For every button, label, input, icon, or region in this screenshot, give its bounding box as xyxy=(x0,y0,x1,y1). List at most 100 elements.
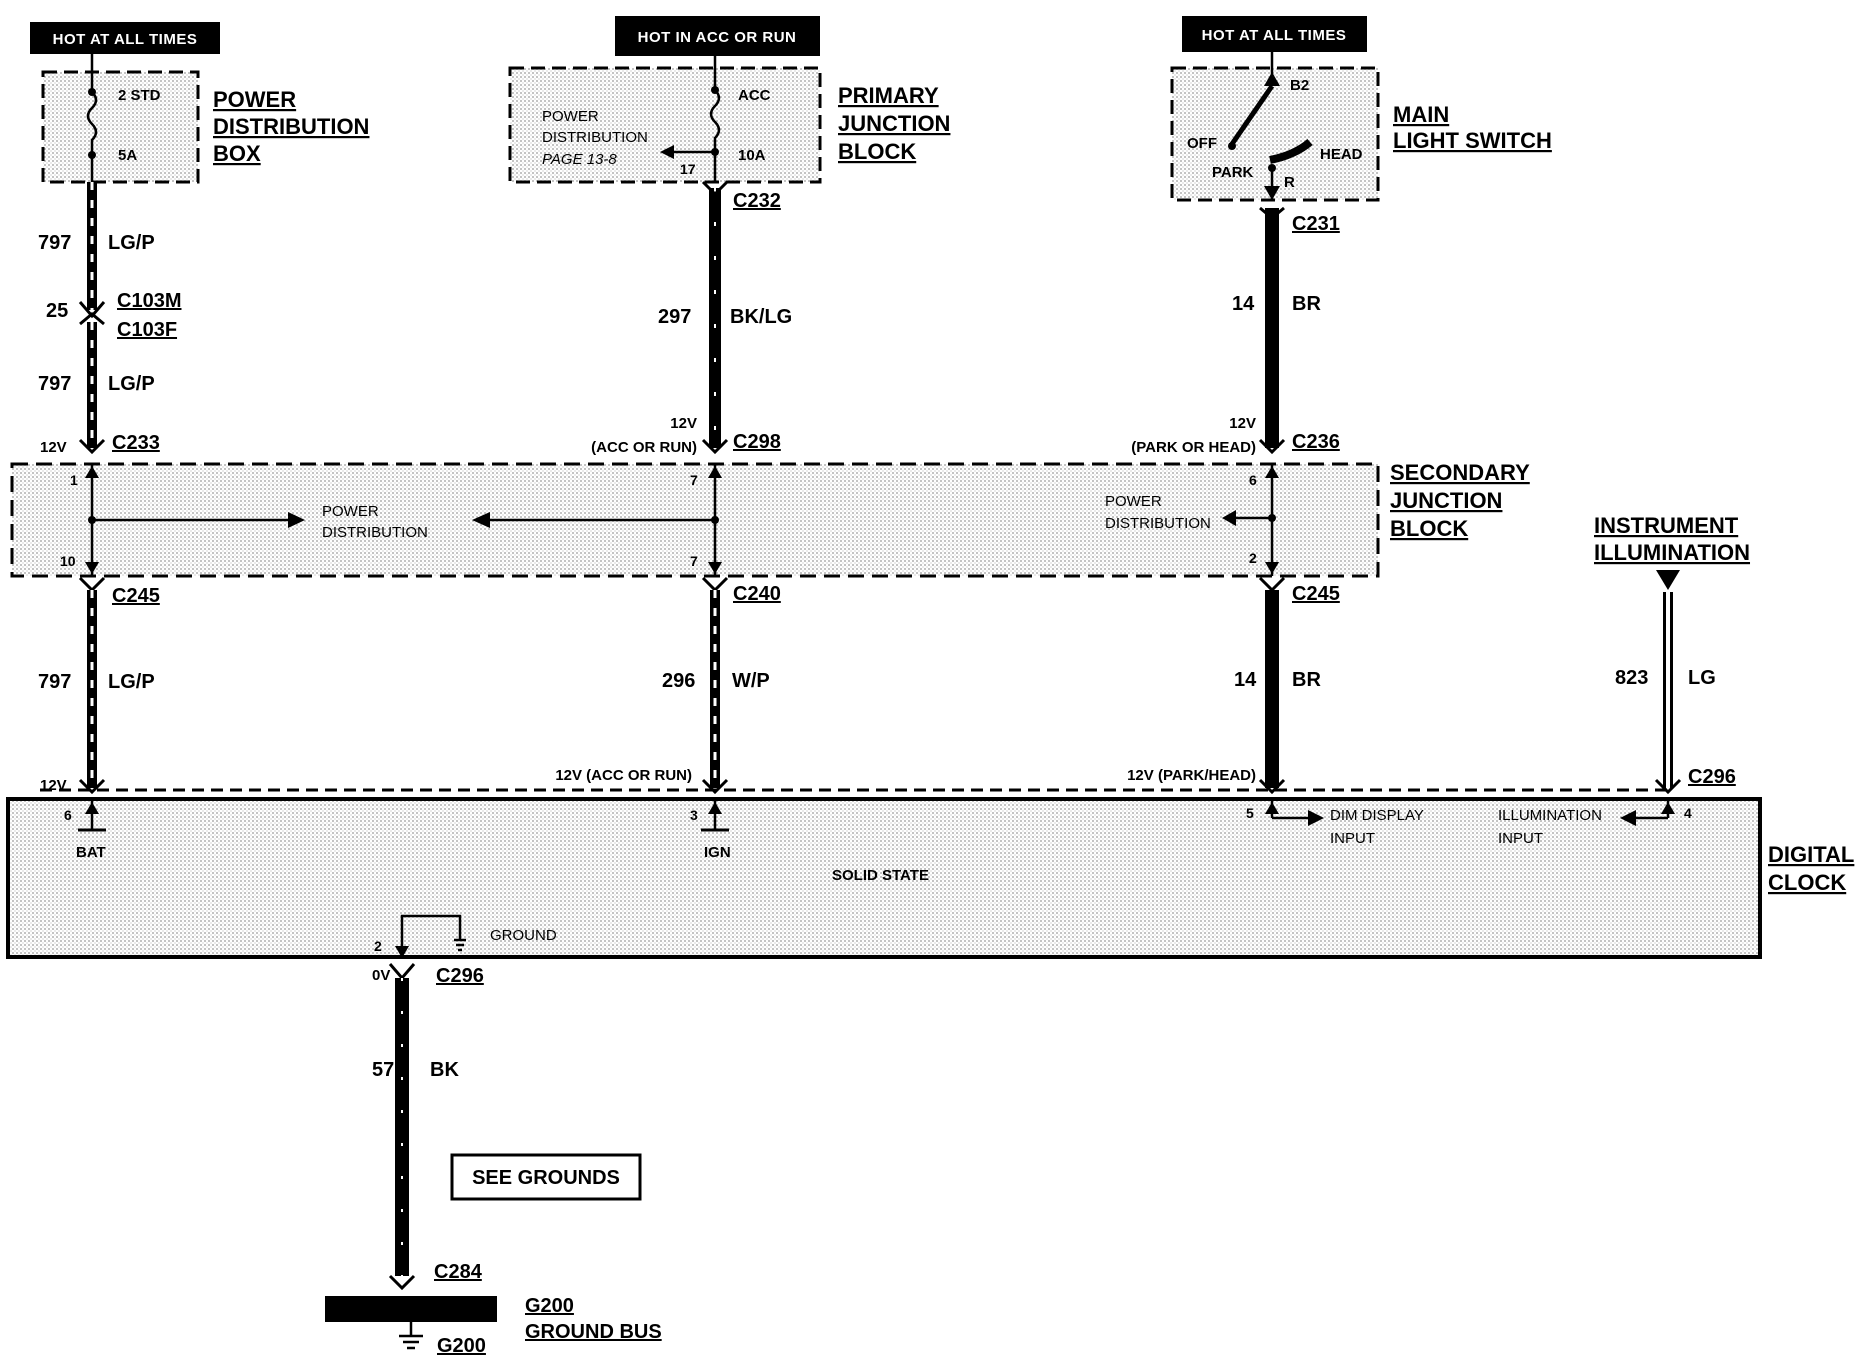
voltage-c233: 12V xyxy=(40,439,67,456)
circuit-color: LG/P xyxy=(108,232,155,254)
primary-junction-block: ACC 10A POWER DISTRIBUTION PAGE 13-8 17 xyxy=(508,56,822,184)
voltage-clock-mid: 12V (ACC OR RUN) xyxy=(555,767,692,784)
clock-bat: BAT xyxy=(76,844,106,861)
pjb-title-3: BLOCK xyxy=(838,139,916,164)
circuit-color: W/P xyxy=(732,670,770,692)
clock-illum-2: INPUT xyxy=(1498,830,1543,847)
voltage-c236-2: (PARK OR HEAD) xyxy=(1131,439,1256,456)
voltage-ground: 0V xyxy=(372,967,390,984)
circuit-color: BK xyxy=(430,1059,459,1081)
header-right: HOT AT ALL TIMES xyxy=(1182,16,1367,52)
connector-c232: C232 xyxy=(733,190,781,212)
sjb-pd-2: DISTRIBUTION xyxy=(322,524,428,541)
circuit-color: BK/LG xyxy=(730,306,792,328)
clock-ign: IGN xyxy=(704,844,731,861)
circuit-num: 14 xyxy=(1232,293,1255,315)
sjb-pd-right-2: DISTRIBUTION xyxy=(1105,515,1211,532)
voltage-clock-left: 12V xyxy=(40,777,67,794)
g200-label: G200 xyxy=(437,1335,486,1357)
connector-chevron-ground xyxy=(388,963,416,981)
clock-ground: GROUND xyxy=(490,927,557,944)
connector-c233: C233 xyxy=(112,432,160,454)
arrow-left-icon xyxy=(472,512,490,528)
pjb-pin: 17 xyxy=(680,161,696,177)
pjb-fuse-top: ACC xyxy=(738,87,771,104)
fuse-icon xyxy=(709,56,721,182)
circuit-color: LG xyxy=(1688,667,1716,689)
sjb-pin-right-top: 6 xyxy=(1249,472,1257,488)
see-grounds-label: SEE GROUNDS xyxy=(472,1167,620,1189)
ground-bus xyxy=(325,1296,497,1350)
clock-pin-illum: 4 xyxy=(1684,805,1692,821)
pdb-title-3: BOX xyxy=(213,141,261,166)
voltage-c236-1: 12V xyxy=(1229,415,1256,432)
switch-b2: B2 xyxy=(1290,77,1309,94)
sjb-title-3: BLOCK xyxy=(1390,516,1468,541)
clock-title-2: CLOCK xyxy=(1768,870,1846,895)
connector-chevrons-clock xyxy=(78,778,1682,795)
switch-park: PARK xyxy=(1212,164,1254,181)
clock-pin-dim: 5 xyxy=(1246,805,1254,821)
clock-pin-ign: 3 xyxy=(690,807,698,823)
voltage-c298-1: 12V xyxy=(670,415,697,432)
connector-c103f: C103F xyxy=(117,319,177,341)
arrow-down-icon xyxy=(1656,570,1680,590)
connector-c231: C231 xyxy=(1292,213,1340,235)
see-grounds-box xyxy=(450,1153,642,1201)
switch-off: OFF xyxy=(1187,135,1217,152)
arrow-right-icon xyxy=(288,512,305,528)
header-left-label: HOT AT ALL TIMES xyxy=(53,31,198,48)
circuit-num: 297 xyxy=(658,306,691,328)
power-distribution-box: 2 STD 5A xyxy=(41,54,200,184)
arrow-left-icon xyxy=(660,145,674,159)
pjb-ref-3: PAGE 13-8 xyxy=(542,151,617,168)
pjb-ref-1: POWER xyxy=(542,108,599,125)
header-middle: HOT IN ACC OR RUN xyxy=(615,16,820,56)
mls-title-2: LIGHT SWITCH xyxy=(1393,128,1552,153)
connector-c103 xyxy=(78,301,106,326)
sjb-title-2: JUNCTION xyxy=(1390,488,1502,513)
connector-c284: C284 xyxy=(434,1261,483,1283)
clock-pin-ground: 2 xyxy=(374,938,382,954)
connector-c236: C236 xyxy=(1292,431,1340,453)
header-left: HOT AT ALL TIMES xyxy=(30,22,220,54)
sjb-pd-right-1: POWER xyxy=(1105,493,1162,510)
sjb-pd-1: POWER xyxy=(322,503,379,520)
arrow-left-icon xyxy=(1620,810,1636,826)
sjb-pin-mid-bottom: 7 xyxy=(690,553,698,569)
circuit-color: BR xyxy=(1292,669,1321,691)
voltage-c298-2: (ACC OR RUN) xyxy=(591,439,697,456)
header-middle-label: HOT IN ACC OR RUN xyxy=(638,29,797,46)
arrow-right-icon xyxy=(1308,810,1324,826)
connector-c298: C298 xyxy=(733,431,781,453)
pdb-title-2: DISTRIBUTION xyxy=(213,114,369,139)
circuit-num: 797 xyxy=(38,373,71,395)
connector-pin: 25 xyxy=(46,300,68,322)
pjb-title-2: JUNCTION xyxy=(838,111,950,136)
header-right-label: HOT AT ALL TIMES xyxy=(1202,27,1347,44)
circuit-num: 296 xyxy=(662,670,695,692)
circuit-num: 14 xyxy=(1234,669,1257,691)
connector-c245-right: C245 xyxy=(1292,583,1340,605)
switch-head: HEAD xyxy=(1320,146,1363,163)
secondary-junction-block: POWER DISTRIBUTION POWER DISTRIBUTION 1 … xyxy=(10,462,1380,578)
illum-title-1: INSTRUMENT xyxy=(1594,513,1739,538)
ground-bus-title-1: G200 xyxy=(525,1295,574,1317)
sjb-pin-right-bottom: 2 xyxy=(1249,550,1257,566)
circuit-num: 797 xyxy=(38,671,71,693)
pdb-fuse-top: 2 STD xyxy=(118,87,161,104)
connector-chevrons-lower xyxy=(78,576,1286,593)
pdb-title-1: POWER xyxy=(213,87,296,112)
connector-c296-ground: C296 xyxy=(436,965,484,987)
sjb-pin-left-bottom: 10 xyxy=(60,553,76,569)
clock-solid-state: SOLID STATE xyxy=(832,867,929,884)
connector-chevron-c284 xyxy=(388,1274,416,1291)
pjb-fuse-bottom: 10A xyxy=(738,147,766,164)
illum-title-2: ILLUMINATION xyxy=(1594,540,1750,565)
circuit-color: BR xyxy=(1292,293,1321,315)
sjb-pin-left-top: 1 xyxy=(70,472,78,488)
clock-title-1: DIGITAL xyxy=(1768,842,1854,867)
pdb-fuse-bottom: 5A xyxy=(118,147,137,164)
sjb-title-1: SECONDARY xyxy=(1390,460,1530,485)
